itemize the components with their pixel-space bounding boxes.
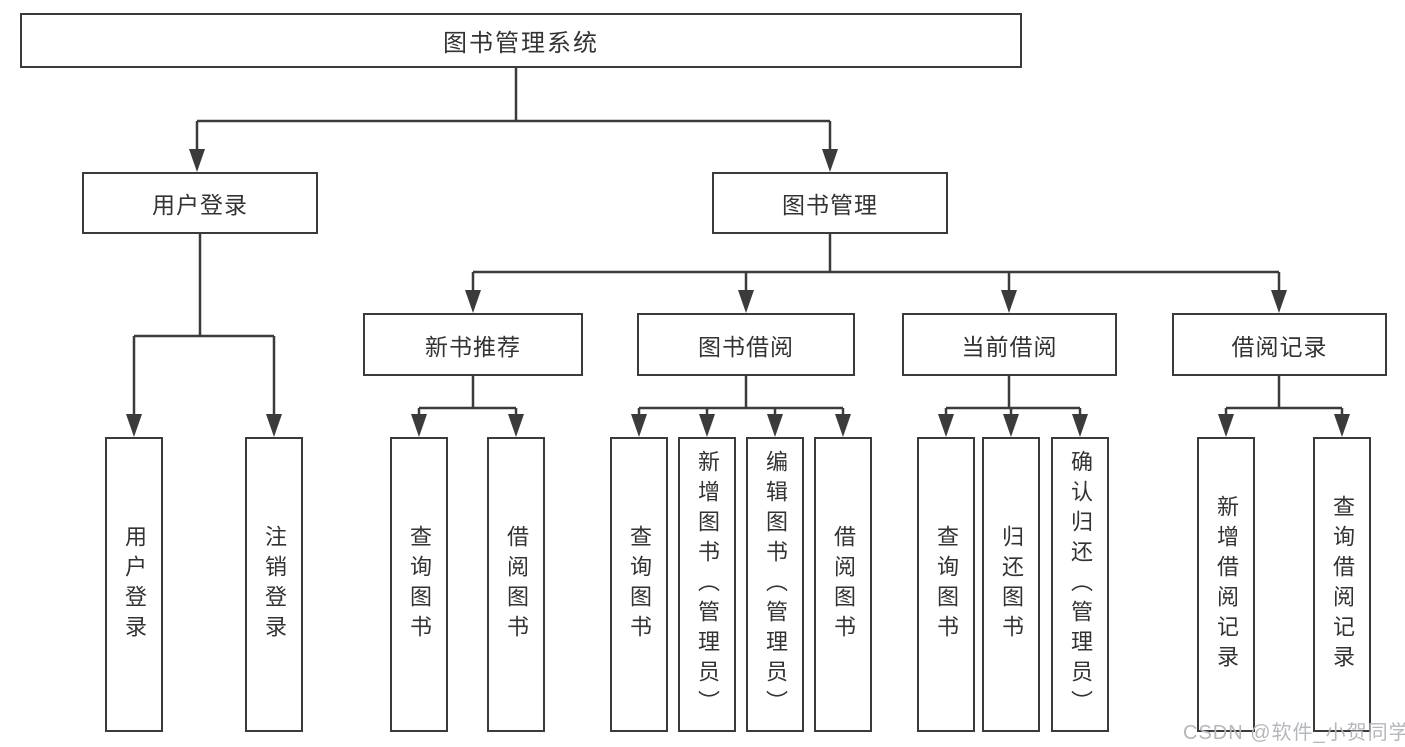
leaf-records-query-record: 查询借阅记录 <box>1313 437 1371 732</box>
leaf-newbooks-query-books: 查询图书 <box>390 437 448 732</box>
edge-borrowing-records-to-leaves <box>1224 376 1344 415</box>
edge-user-login-to-leaves <box>132 234 276 415</box>
leaf-borrowing-borrow-books: 借阅图书 <box>814 437 872 732</box>
leaf-borrowing-add-books-admin: 新增图书（管理员） <box>678 437 736 732</box>
node-borrowing-records: 借阅记录 <box>1172 313 1387 376</box>
node-library-management-system: 图书管理系统 <box>20 13 1022 68</box>
leaf-newbooks-borrow-books: 借阅图书 <box>487 437 545 732</box>
leaf-current-confirm-return-admin: 确认归还（管理员） <box>1051 437 1109 732</box>
leaf-borrowing-query-books: 查询图书 <box>610 437 668 732</box>
leaf-borrowing-edit-books-admin: 编辑图书（管理员） <box>746 437 804 732</box>
leaf-current-query-books: 查询图书 <box>917 437 975 732</box>
node-book-borrowing: 图书借阅 <box>637 313 855 376</box>
node-user-login: 用户登录 <box>82 172 318 234</box>
node-book-management: 图书管理 <box>712 172 948 234</box>
leaf-current-return-books: 归还图书 <box>982 437 1040 732</box>
leaf-user-login: 用户登录 <box>105 437 163 732</box>
leaf-logout: 注销登录 <box>245 437 303 732</box>
edge-book-borrowing-to-leaves <box>637 376 845 415</box>
csdn-watermark: CSDN @软件_小贺同学 <box>1183 722 1405 744</box>
node-new-book-recommendation: 新书推荐 <box>363 313 583 376</box>
edge-book-management-to-level2 <box>471 234 1281 291</box>
node-current-borrowing: 当前借阅 <box>902 313 1117 376</box>
edge-new-books-to-leaves <box>417 376 518 415</box>
edge-current-borrowing-to-leaves <box>944 376 1082 415</box>
edge-root-to-level1 <box>195 68 832 150</box>
leaf-records-add-record: 新增借阅记录 <box>1197 437 1255 732</box>
